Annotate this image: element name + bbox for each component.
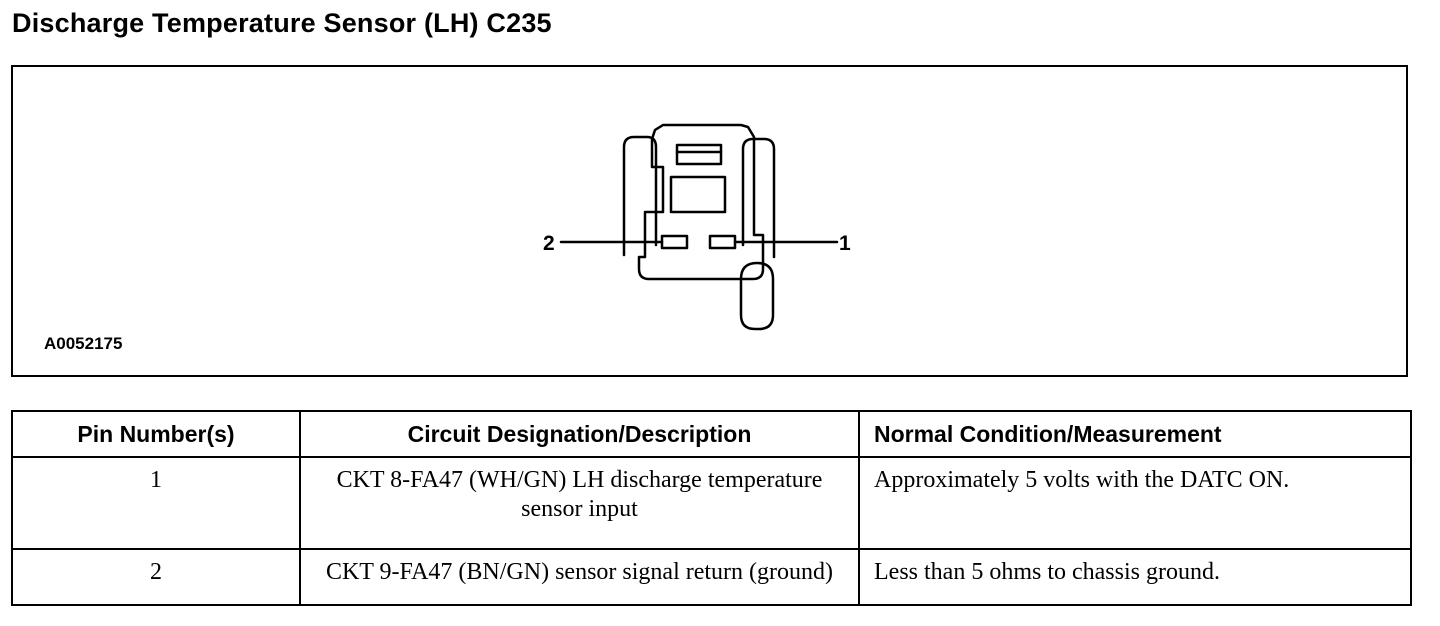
figure-id: A0052175 bbox=[44, 334, 123, 353]
table-row: 2 CKT 9-FA47 (BN/GN) sensor signal retur… bbox=[11, 548, 1412, 606]
connector-figure: 2 1 A0052175 bbox=[11, 65, 1408, 377]
header-normal-condition: Normal Condition/Measurement bbox=[858, 410, 1412, 458]
pin-number-cell: 2 bbox=[11, 548, 301, 606]
wire-boot bbox=[739, 261, 775, 331]
normal-condition-cell: Less than 5 ohms to chassis ground. bbox=[858, 548, 1412, 606]
connector-window bbox=[669, 175, 727, 214]
right-latch bbox=[741, 137, 776, 259]
connector-drawing: 2 1 bbox=[543, 123, 851, 331]
table-header-row: Pin Number(s) Circuit Designation/Descri… bbox=[11, 410, 1412, 458]
pin-1-label: 1 bbox=[839, 232, 851, 255]
normal-condition-cell: Approximately 5 volts with the DATC ON. bbox=[858, 455, 1412, 551]
pin-table: Pin Number(s) Circuit Designation/Descri… bbox=[11, 410, 1412, 606]
page-title: Discharge Temperature Sensor (LH) C235 bbox=[12, 8, 552, 38]
pin-2-label: 2 bbox=[543, 232, 555, 255]
locking-tab bbox=[675, 143, 723, 166]
pin-2-cavity bbox=[660, 234, 689, 250]
header-circuit: Circuit Designation/Description bbox=[299, 410, 860, 458]
header-pin-number: Pin Number(s) bbox=[11, 410, 301, 458]
left-latch bbox=[622, 135, 658, 257]
circuit-cell: CKT 9-FA47 (BN/GN) sensor signal return … bbox=[299, 548, 860, 606]
pin-number-cell: 1 bbox=[11, 455, 301, 551]
connector-housing bbox=[637, 123, 765, 281]
circuit-cell: CKT 8-FA47 (WH/GN) LH discharge temperat… bbox=[299, 455, 860, 551]
table-row: 1 CKT 8-FA47 (WH/GN) LH discharge temper… bbox=[11, 455, 1412, 551]
pin-1-cavity bbox=[708, 234, 737, 250]
